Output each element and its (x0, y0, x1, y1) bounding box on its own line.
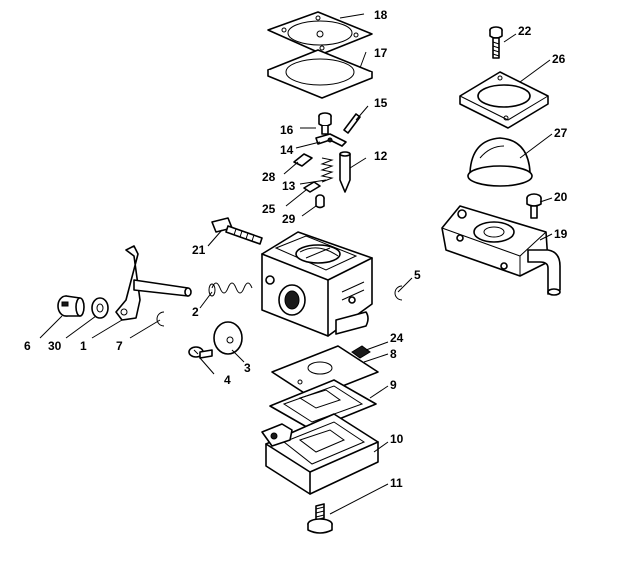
part-14-lever[interactable] (315, 133, 347, 147)
part-9-metering-plate[interactable] (269, 379, 377, 431)
callout-1: 1 (80, 339, 87, 353)
callout-19: 19 (554, 227, 568, 241)
part-3-throttle-plate[interactable] (213, 321, 243, 355)
callout-10: 10 (390, 432, 404, 446)
part-11-screw[interactable] (307, 503, 333, 534)
callout-14: 14 (280, 143, 294, 157)
callout-30: 30 (48, 339, 62, 353)
leader-lines (39, 13, 553, 515)
callout-18: 18 (374, 8, 388, 22)
part-12-needle-valve[interactable] (339, 151, 351, 193)
callout-7: 7 (116, 339, 123, 353)
callout-2: 2 (192, 305, 199, 319)
callout-11: 11 (390, 476, 403, 490)
callout-21: 21 (192, 243, 206, 257)
part-15-pin[interactable] (343, 113, 361, 134)
part-26-flange[interactable] (459, 71, 549, 129)
part-21-adjusting-screw[interactable] (211, 217, 263, 245)
part-5-circlip[interactable] (394, 285, 403, 301)
callout-17: 17 (374, 46, 388, 60)
callout-8: 8 (390, 347, 397, 361)
part-27-primer-bulb[interactable] (467, 137, 533, 187)
callout-13: 13 (282, 179, 296, 193)
part-30-washer[interactable] (91, 297, 109, 319)
callout-16: 16 (280, 123, 294, 137)
callout-6: 6 (24, 339, 31, 353)
part-8-gasket[interactable] (271, 345, 379, 399)
part-7-clip[interactable] (156, 311, 165, 327)
part-17-diaphragm[interactable] (267, 49, 373, 99)
part-6-shaft-end[interactable] (57, 295, 85, 317)
part-24-screen[interactable] (351, 345, 371, 359)
callout-labels: 18 17 16 15 14 13 12 28 25 29 21 2 3 4 5… (24, 8, 568, 490)
callout-4: 4 (224, 373, 231, 387)
carburetor-body[interactable] (261, 231, 373, 337)
part-16-screw[interactable] (318, 112, 332, 135)
callout-3: 3 (244, 361, 251, 375)
callout-24: 24 (390, 331, 404, 345)
callout-28: 28 (262, 170, 276, 184)
part-18-gasket[interactable] (267, 11, 373, 55)
callout-22: 22 (518, 24, 532, 38)
part-28-plug[interactable] (293, 153, 313, 167)
part-22-screw[interactable] (489, 26, 503, 59)
callout-5: 5 (414, 268, 421, 282)
part-20-screw[interactable] (526, 193, 542, 219)
part-19-pump-housing[interactable] (441, 205, 561, 296)
part-10-cover[interactable] (261, 413, 379, 495)
part-29-screen[interactable] (315, 194, 325, 209)
part-25-plug[interactable] (303, 181, 321, 193)
callout-29: 29 (282, 212, 296, 226)
callout-27: 27 (554, 126, 568, 140)
part-2-spring[interactable] (208, 282, 253, 297)
callout-12: 12 (374, 149, 388, 163)
part-13-spring[interactable] (320, 157, 334, 183)
part-1-throttle-shaft[interactable] (115, 245, 192, 321)
callout-20: 20 (554, 190, 568, 204)
callout-25: 25 (262, 202, 276, 216)
part-4-screw[interactable] (188, 346, 213, 359)
callout-15: 15 (374, 96, 388, 110)
callout-9: 9 (390, 378, 397, 392)
callout-26: 26 (552, 52, 566, 66)
